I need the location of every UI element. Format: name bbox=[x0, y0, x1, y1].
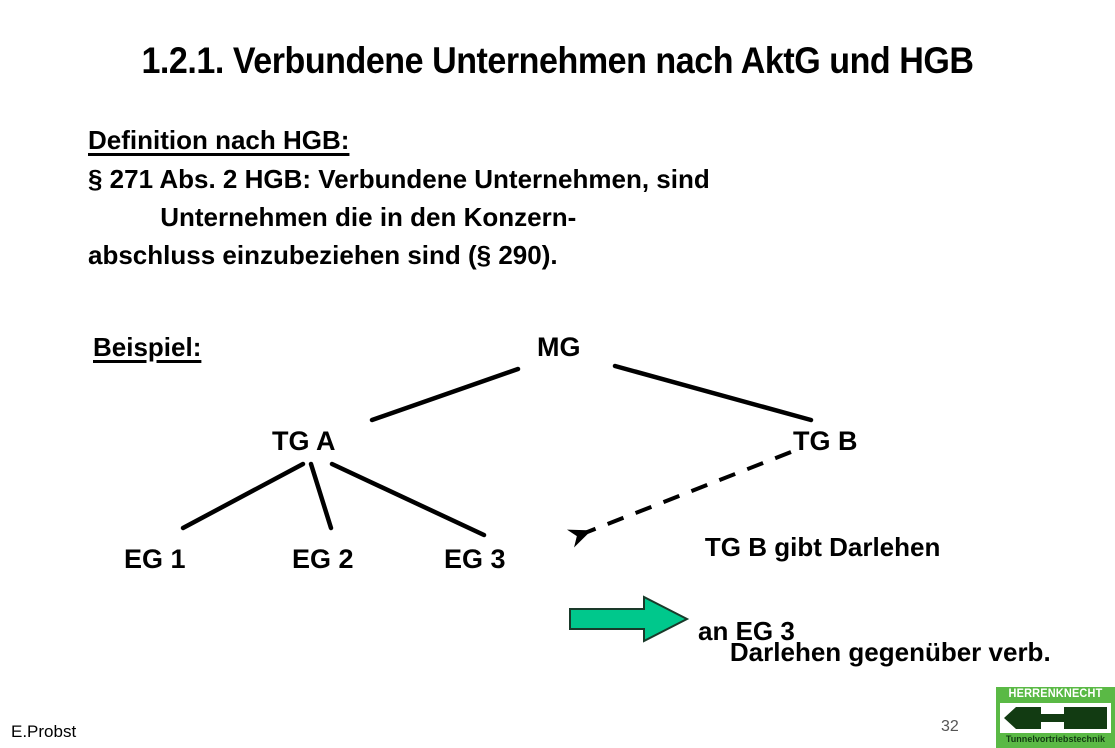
definition-line-3: abschluss einzubeziehen sind (§ 290). bbox=[88, 240, 558, 270]
page-title: 1.2.1. Verbundene Unternehmen nach AktG … bbox=[141, 40, 974, 81]
definition-heading: Definition nach HGB: bbox=[88, 125, 350, 155]
edge-tga-eg2 bbox=[308, 461, 334, 531]
tree-node-eg-1: EG 1 bbox=[124, 544, 186, 574]
definition-line-1: § 271 Abs. 2 HGB: Verbundene Unternehmen… bbox=[88, 164, 710, 194]
green-block-arrow-icon bbox=[569, 595, 690, 643]
author-label: E.Probst bbox=[11, 722, 77, 741]
tree-node-eg-3: EG 3 bbox=[444, 544, 506, 574]
herrenknecht-logo: HERRENKNECHT Tunnelvortriebstechnik bbox=[996, 687, 1115, 748]
logo-tagline-text: Tunnelvortriebstechnik bbox=[1005, 734, 1106, 745]
loan-annotation-line-2: an EG 3 bbox=[698, 616, 795, 646]
tree-node-tg-b: TG B bbox=[793, 426, 858, 456]
loan-annotation: TG B gibt Darlehen an EG 3 bbox=[676, 484, 940, 736]
edge-tga-eg1 bbox=[180, 461, 306, 531]
loan-annotation-line-1: TG B gibt Darlehen bbox=[704, 532, 941, 562]
logo-brand-text: HERRENKNECHT bbox=[1008, 688, 1103, 700]
example-heading: Beispiel: bbox=[93, 332, 202, 362]
callout-line-1: Darlehen gegenüber verb. bbox=[729, 637, 1051, 667]
definition-line-2: Unternehmen die in den Konzern- bbox=[88, 202, 577, 232]
tree-node-mg: MG bbox=[537, 332, 581, 362]
tree-node-tg-a: TG A bbox=[272, 426, 336, 456]
edge-tga-eg3 bbox=[329, 461, 487, 538]
tree-node-eg-2: EG 2 bbox=[292, 544, 354, 574]
callout-text: Darlehen gegenüber verb. Unternehmen bbox=[701, 591, 1051, 748]
edge-mg-tgb bbox=[612, 363, 814, 423]
page-number: 32 bbox=[941, 718, 959, 735]
logo-h-mark-icon bbox=[1004, 707, 1107, 729]
edge-mg-tga bbox=[369, 366, 521, 423]
